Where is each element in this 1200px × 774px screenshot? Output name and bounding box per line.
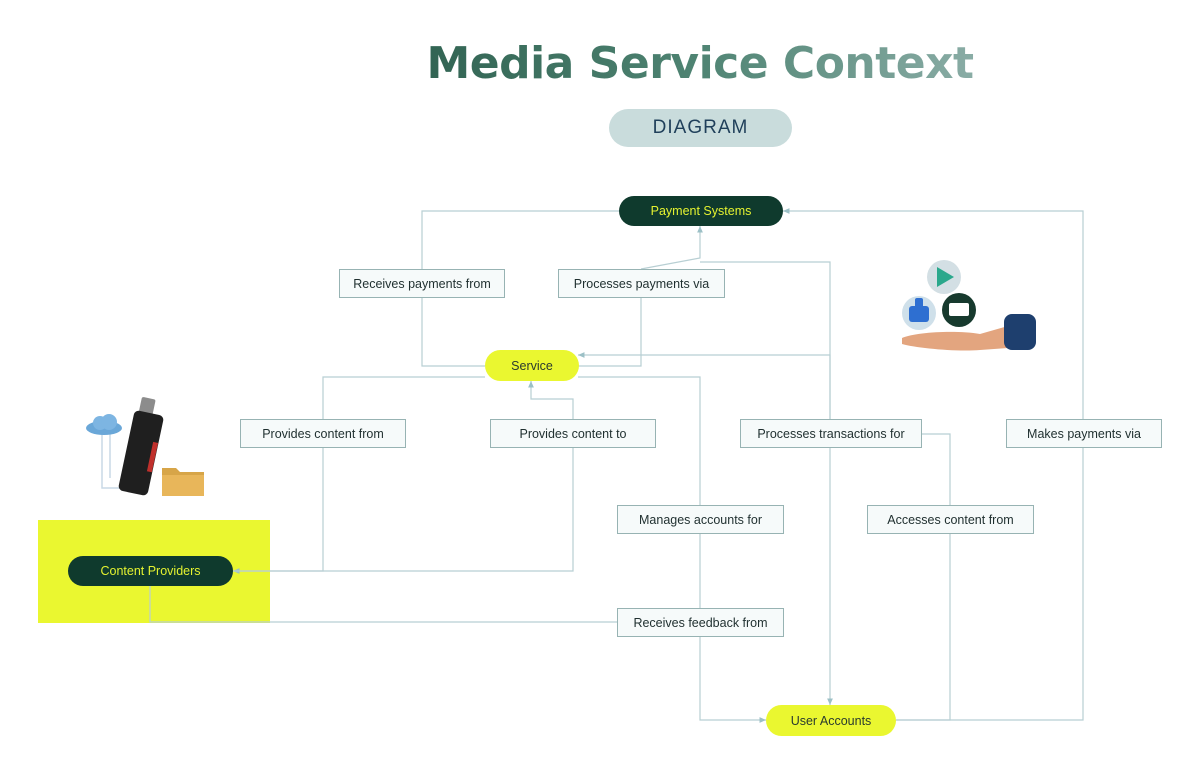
- cloud-icon: [86, 414, 122, 435]
- subtitle-pill: DIAGRAM: [609, 109, 792, 147]
- edge-manages-accounts: [578, 376, 766, 723]
- edge-transactions-service: [578, 352, 831, 419]
- storage-illustration: [86, 397, 204, 496]
- label-receives-payments-from: Receives payments from: [339, 269, 505, 298]
- label-processes-payments-via: Processes payments via: [558, 269, 725, 298]
- page-title: Media Service Context: [400, 38, 1000, 89]
- label-receives-feedback-from: Receives feedback from: [617, 608, 784, 637]
- folder-icon: [162, 468, 204, 496]
- social-hand-illustration: [902, 260, 1036, 351]
- usb-drive-icon: [118, 397, 164, 496]
- edge-processes-payments: [578, 298, 642, 367]
- payment-systems-node[interactable]: Payment Systems: [619, 196, 783, 226]
- label-makes-payments-via: Makes payments via: [1006, 419, 1162, 448]
- message-icon: [942, 293, 976, 327]
- edge-provides-from: [233, 376, 485, 574]
- label-provides-content-from: Provides content from: [240, 419, 406, 448]
- like-icon: [902, 296, 936, 330]
- label-manages-accounts-for: Manages accounts for: [617, 505, 784, 534]
- label-accesses-content-from: Accesses content from: [867, 505, 1034, 534]
- edge-receives-feedback: [149, 586, 617, 623]
- edge-processes-payments-up: [640, 226, 703, 270]
- service-node[interactable]: Service: [485, 350, 579, 381]
- label-processes-transactions-for: Processes transactions for: [740, 419, 922, 448]
- label-provides-content-to: Provides content to: [490, 419, 656, 448]
- content-providers-node[interactable]: Content Providers: [68, 556, 233, 586]
- play-icon: [927, 260, 961, 294]
- edge-provides-to: [233, 381, 574, 572]
- edge-makes-payments: [783, 208, 1084, 721]
- user-accounts-node[interactable]: User Accounts: [766, 705, 896, 736]
- edge-accesses-content: [896, 433, 951, 721]
- hand-icon: [902, 314, 1036, 351]
